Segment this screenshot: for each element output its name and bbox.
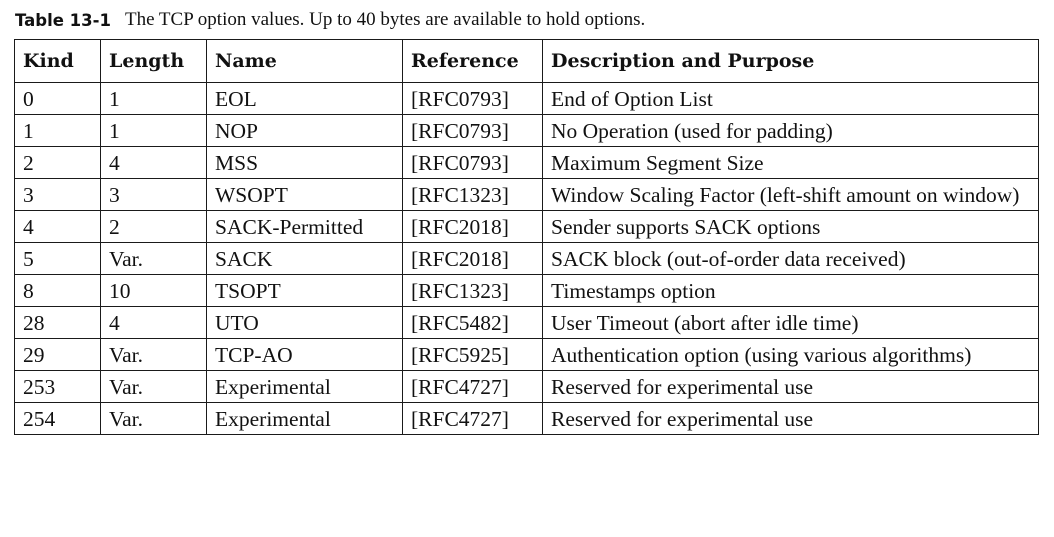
table-row: 254 Var. Experimental [RFC4727] Reserved… (14, 402, 1039, 435)
cell-reference: [RFC5925] (402, 338, 543, 371)
cell-length: 3 (100, 178, 207, 211)
header-name: Name (206, 39, 403, 83)
header-length: Length (100, 39, 207, 83)
cell-name: SACK-Permitted (206, 210, 403, 243)
cell-length: 4 (100, 306, 207, 339)
cell-reference: [RFC1323] (402, 274, 543, 307)
cell-reference: [RFC0793] (402, 82, 543, 115)
cell-reference: [RFC4727] (402, 402, 543, 435)
tcp-options-table: Kind Length Name Reference Description a… (14, 39, 1039, 435)
cell-reference: [RFC2018] (402, 210, 543, 243)
cell-description: User Timeout (abort after idle time) (542, 306, 1039, 339)
cell-length: Var. (100, 370, 207, 403)
cell-length: Var. (100, 242, 207, 275)
table-row: 29 Var. TCP-AO [RFC5925] Authentication … (14, 338, 1039, 371)
cell-name: SACK (206, 242, 403, 275)
cell-kind: 253 (14, 370, 101, 403)
cell-length: 10 (100, 274, 207, 307)
cell-description: Reserved for experimental use (542, 402, 1039, 435)
table-row: 28 4 UTO [RFC5482] User Timeout (abort a… (14, 306, 1039, 339)
cell-name: WSOPT (206, 178, 403, 211)
cell-kind: 0 (14, 82, 101, 115)
table-row: 1 1 NOP [RFC0793] No Operation (used for… (14, 114, 1039, 147)
cell-description: SACK block (out-of-order data received) (542, 242, 1039, 275)
cell-description: Reserved for experimental use (542, 370, 1039, 403)
table-row: 0 1 EOL [RFC0793] End of Option List (14, 82, 1039, 115)
cell-name: TCP-AO (206, 338, 403, 371)
table-row: 2 4 MSS [RFC0793] Maximum Segment Size (14, 146, 1039, 179)
cell-description: Authentication option (using various alg… (542, 338, 1039, 371)
cell-reference: [RFC1323] (402, 178, 543, 211)
cell-description: Timestamps option (542, 274, 1039, 307)
cell-length: 1 (100, 82, 207, 115)
cell-description: Sender supports SACK options (542, 210, 1039, 243)
cell-description: No Operation (used for padding) (542, 114, 1039, 147)
header-description: Description and Purpose (542, 39, 1039, 83)
table-number: Table 13-1 (15, 10, 111, 30)
cell-kind: 8 (14, 274, 101, 307)
cell-kind: 1 (14, 114, 101, 147)
cell-length: 4 (100, 146, 207, 179)
cell-kind: 3 (14, 178, 101, 211)
table-header-row: Kind Length Name Reference Description a… (14, 39, 1039, 83)
cell-description: Window Scaling Factor (left-shift amount… (542, 178, 1039, 211)
cell-kind: 28 (14, 306, 101, 339)
table-row: 4 2 SACK-Permitted [RFC2018] Sender supp… (14, 210, 1039, 243)
cell-name: Experimental (206, 402, 403, 435)
header-kind: Kind (14, 39, 101, 83)
table-row: 5 Var. SACK [RFC2018] SACK block (out-of… (14, 242, 1039, 275)
cell-reference: [RFC5482] (402, 306, 543, 339)
cell-name: MSS (206, 146, 403, 179)
cell-description: Maximum Segment Size (542, 146, 1039, 179)
cell-length: 1 (100, 114, 207, 147)
cell-kind: 29 (14, 338, 101, 371)
cell-length: 2 (100, 210, 207, 243)
cell-length: Var. (100, 402, 207, 435)
table-caption: Table 13-1 The TCP option values. Up to … (15, 6, 645, 34)
cell-name: TSOPT (206, 274, 403, 307)
cell-description: End of Option List (542, 82, 1039, 115)
cell-name: NOP (206, 114, 403, 147)
cell-kind: 5 (14, 242, 101, 275)
cell-reference: [RFC0793] (402, 114, 543, 147)
cell-name: UTO (206, 306, 403, 339)
table-row: 253 Var. Experimental [RFC4727] Reserved… (14, 370, 1039, 403)
cell-kind: 254 (14, 402, 101, 435)
cell-length: Var. (100, 338, 207, 371)
cell-kind: 4 (14, 210, 101, 243)
header-reference: Reference (402, 39, 543, 83)
cell-kind: 2 (14, 146, 101, 179)
cell-reference: [RFC2018] (402, 242, 543, 275)
table-row: 8 10 TSOPT [RFC1323] Timestamps option (14, 274, 1039, 307)
table-caption-text: The TCP option values. Up to 40 bytes ar… (124, 9, 646, 30)
cell-reference: [RFC4727] (402, 370, 543, 403)
cell-reference: [RFC0793] (402, 146, 543, 179)
cell-name: Experimental (206, 370, 403, 403)
table-row: 3 3 WSOPT [RFC1323] Window Scaling Facto… (14, 178, 1039, 211)
cell-name: EOL (206, 82, 403, 115)
